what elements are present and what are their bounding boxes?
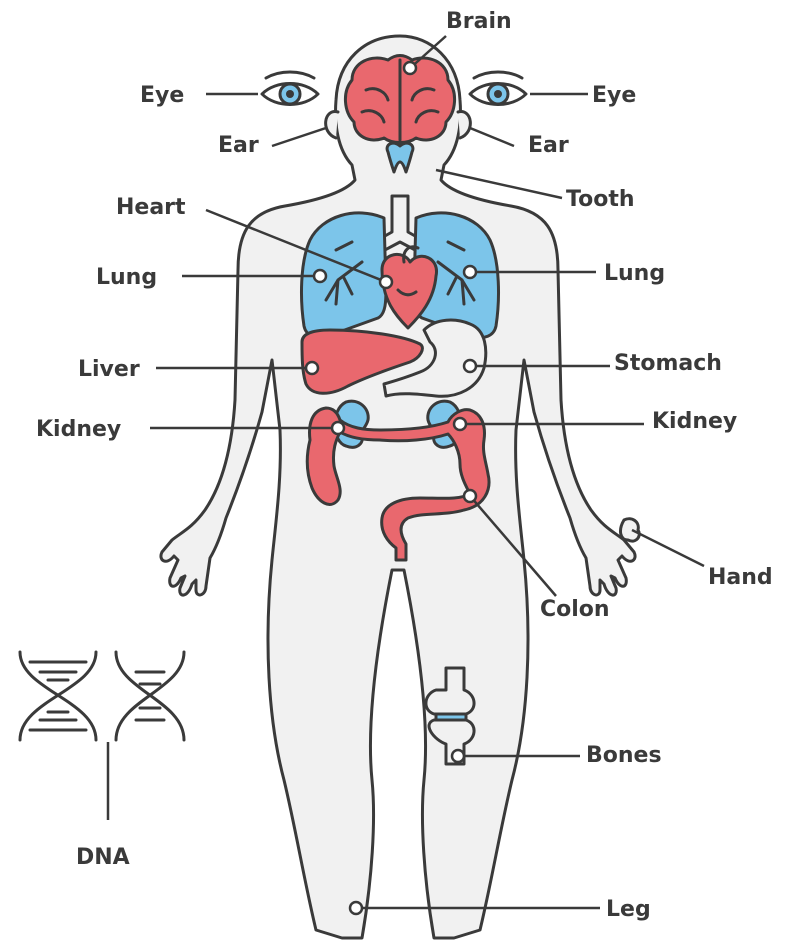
label-ear-right: Ear	[528, 133, 569, 158]
label-stomach: Stomach	[614, 351, 722, 376]
label-hand: Hand	[708, 565, 773, 590]
body-silhouette	[161, 36, 635, 938]
hand-icon	[621, 519, 640, 541]
label-liver: Liver	[78, 357, 140, 382]
dna-icon	[20, 652, 184, 820]
label-eye-right: Eye	[592, 83, 636, 108]
eye-icon	[262, 72, 318, 105]
label-heart: Heart	[116, 195, 186, 220]
label-kidney-left: Kidney	[36, 417, 121, 442]
label-ear-left: Ear	[218, 133, 259, 158]
label-colon: Colon	[540, 597, 610, 622]
label-eye-left: Eye	[140, 83, 184, 108]
label-dna: DNA	[76, 845, 130, 870]
brain-icon	[345, 56, 454, 143]
label-brain: Brain	[446, 9, 512, 34]
label-lung-left: Lung	[96, 265, 157, 290]
label-lung-right: Lung	[604, 261, 665, 286]
label-tooth: Tooth	[566, 187, 635, 212]
label-leg: Leg	[606, 897, 651, 922]
eye-icon	[470, 72, 526, 105]
label-bones: Bones	[586, 743, 662, 768]
label-kidney-right: Kidney	[652, 409, 737, 434]
